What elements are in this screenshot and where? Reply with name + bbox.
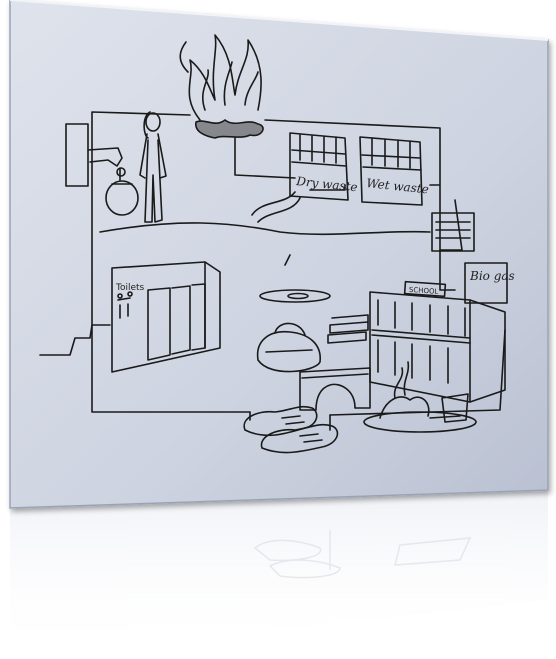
shoes-icon (243, 405, 339, 454)
whiteboard-panel (9, 0, 549, 509)
waste-cycle-sketch: Dry waste Wet waste Bio gas (39, 34, 515, 454)
wet-waste-label: Wet waste (366, 176, 430, 196)
woman-figure-icon (139, 111, 167, 223)
wet-waste-bin (359, 136, 423, 206)
drain-pipe (39, 324, 111, 356)
bridge-arch-icon (299, 367, 371, 411)
school-bag-icon (256, 322, 321, 373)
manhole-icon (259, 289, 331, 303)
toilets-label: Toilets (115, 283, 145, 293)
toilets-building (111, 261, 221, 373)
fire-burning-icon (179, 34, 264, 139)
road-path (99, 191, 431, 266)
biogas-tank-icon (431, 212, 508, 304)
dry-waste-label: Dry waste (295, 174, 359, 194)
water-tap-icon (65, 123, 139, 216)
board-reflection (10, 490, 548, 659)
bio-gas-label: Bio gas (469, 269, 515, 283)
school-label: SCHOOL (409, 286, 439, 296)
dry-waste-bin (289, 132, 349, 201)
food-plate-icon (363, 361, 477, 433)
books-stack-icon (327, 314, 369, 344)
